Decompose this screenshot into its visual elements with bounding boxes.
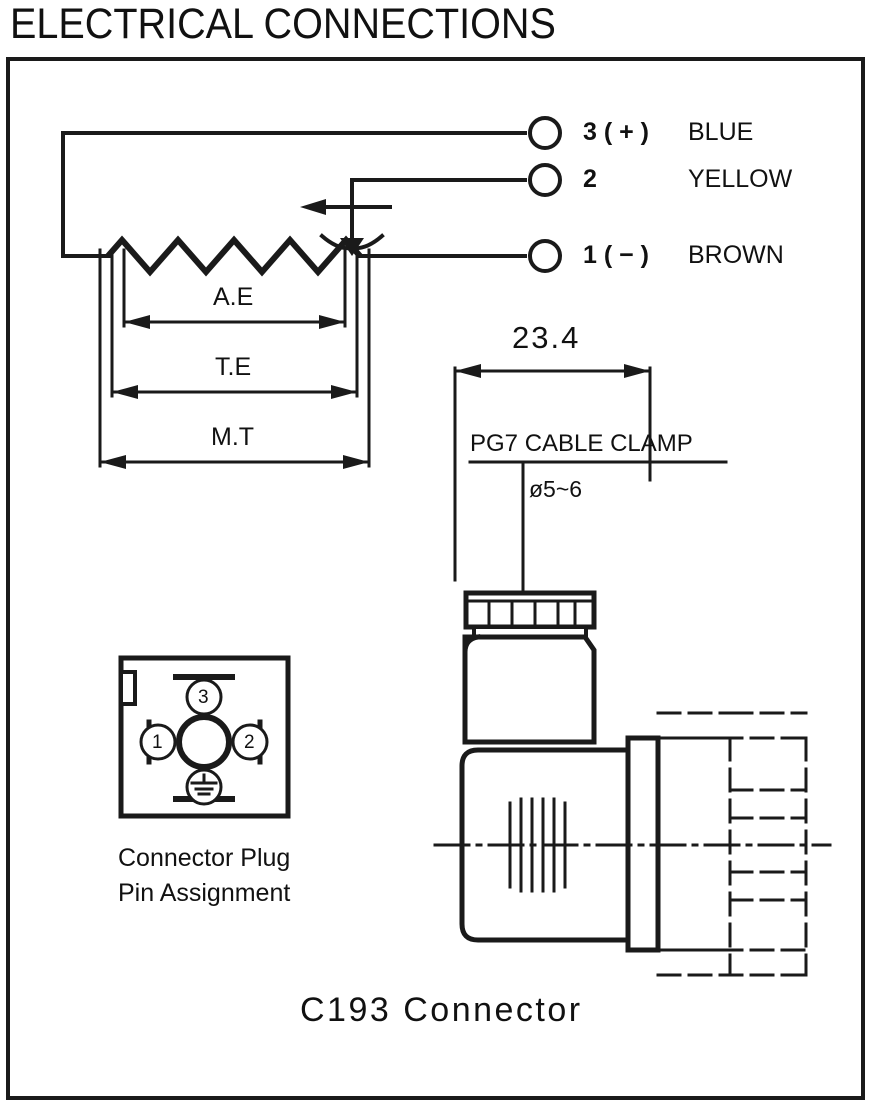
cable-clamp-label: PG7 CABLE CLAMP	[470, 430, 693, 457]
diagram-frame	[6, 57, 865, 1100]
pin-assignment-caption-line2: Pin Assignment	[118, 879, 291, 907]
terminal-3-color: BLUE	[688, 118, 754, 146]
dimension-label-te: T.E	[215, 353, 252, 381]
dimension-label-mt: M.T	[211, 423, 255, 451]
pin-assignment-caption-line1: Connector Plug	[118, 844, 291, 872]
page-title: ELECTRICAL CONNECTIONS	[10, 0, 556, 48]
terminal-3-number: 3 ( + )	[583, 118, 649, 146]
terminal-1-number: 1 ( − )	[583, 241, 649, 269]
pin-label-1: 1	[152, 732, 163, 753]
terminal-2-number: 2	[583, 165, 597, 193]
cable-diameter-label: ø5~6	[529, 476, 583, 502]
terminal-1-color: BROWN	[688, 241, 784, 269]
pin-label-2: 2	[244, 732, 255, 753]
terminal-2-color: YELLOW	[688, 165, 793, 193]
dimension-label-ae: A.E	[213, 283, 254, 311]
pin-label-3: 3	[198, 687, 209, 708]
dimension-label-23-4: 23.4	[512, 320, 581, 355]
connector-caption: C193 Connector	[300, 991, 583, 1029]
